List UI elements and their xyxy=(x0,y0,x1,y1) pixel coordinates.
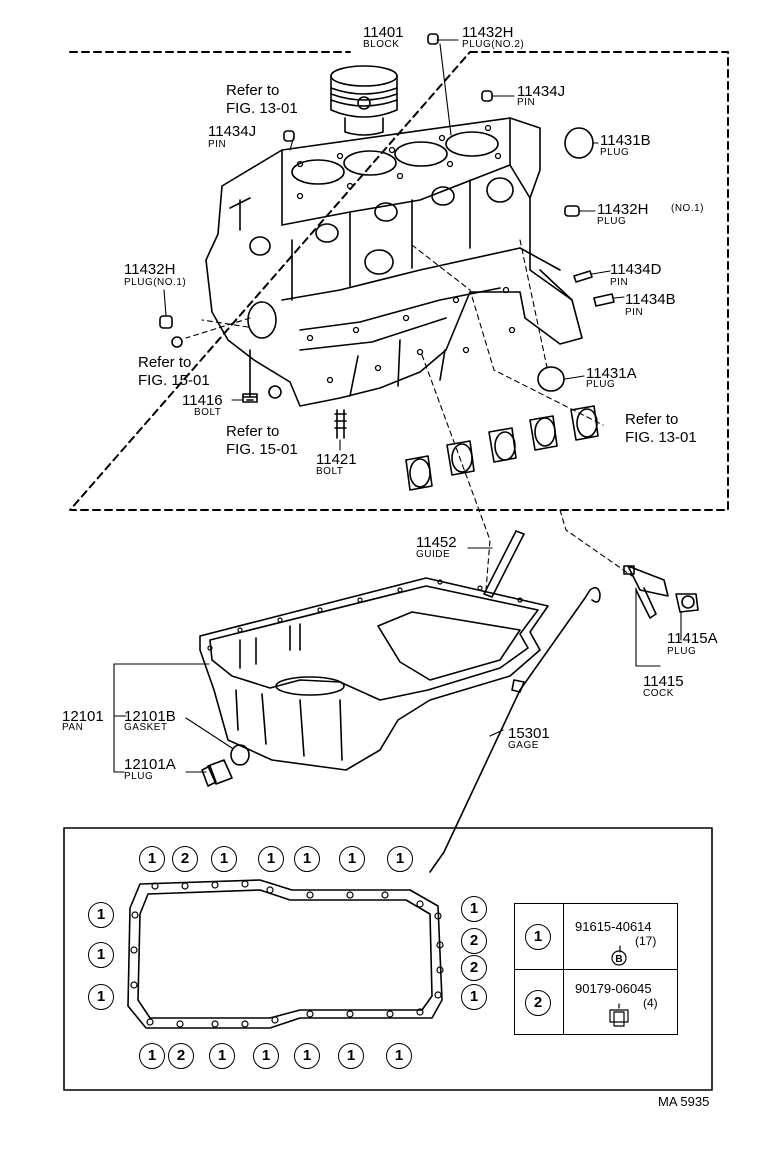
plug-12101a-number: 12101A xyxy=(124,756,176,773)
gasket-number: 12101B xyxy=(124,708,176,725)
bolt-marker-right-4: 1 xyxy=(461,984,487,1010)
dipstick-drawing xyxy=(429,586,601,873)
block-number: 11401 xyxy=(363,24,404,41)
bolt-marker-bottom-3: 1 xyxy=(209,1043,235,1069)
ref-fig-1501-a: Refer to FIG. 15-01 xyxy=(138,354,210,389)
plug-11431b-number: 11431B xyxy=(600,132,651,149)
ref-fig-1301-top: Refer to FIG. 13-01 xyxy=(226,82,298,117)
pin-11434b-number: 11434B xyxy=(625,291,676,308)
legend-qty-2: (4) xyxy=(643,996,658,1010)
figure-code: MA 5935 xyxy=(658,1094,710,1109)
small-parts-drawings xyxy=(159,33,615,439)
cylinder-block-drawing xyxy=(205,117,583,407)
plug-11431a-name: PLUG xyxy=(586,379,616,390)
bolt-marker-top-1: 1 xyxy=(139,846,165,872)
bolt-marker-top-2: 2 xyxy=(172,846,198,872)
legend-mark-b: B xyxy=(615,954,622,965)
pin-top-name: PIN xyxy=(517,97,536,108)
plug-no1-right-note: (NO.1) xyxy=(671,203,704,214)
plug-no2-name: PLUG(NO.2) xyxy=(462,39,525,50)
legend-marker-1: 1 xyxy=(525,924,551,950)
plug-11415a-name: PLUG xyxy=(667,646,697,657)
gasket-holes xyxy=(130,880,444,1028)
bolt-legend-table: 1 2 91615-40614 (17) 90179-06045 (4) xyxy=(514,903,678,1035)
piston-drawing xyxy=(330,65,398,136)
block-group-border xyxy=(69,51,729,511)
legend-part-number-1: 91615-40614 xyxy=(575,919,652,934)
guide-number: 11452 xyxy=(416,534,457,551)
bolt-marker-bottom-6: 1 xyxy=(338,1043,364,1069)
pin-left-name: PIN xyxy=(208,139,227,150)
bolt-11416-name: BOLT xyxy=(194,407,222,418)
plug-no1-left-number: 11432H xyxy=(124,261,176,278)
bolt-11421-number: 11421 xyxy=(316,451,357,468)
oil-pan-drawing xyxy=(199,577,549,771)
bolt-layout-frame xyxy=(63,827,713,1091)
bolt-marker-right-1: 1 xyxy=(461,896,487,922)
oil-pan-holes xyxy=(207,579,523,651)
ref-fig-1301-right: Refer to FIG. 13-01 xyxy=(625,411,697,446)
legend-sketches xyxy=(609,945,629,1027)
drain-plug-drawing xyxy=(201,759,233,787)
plug-11415a-number: 11415A xyxy=(667,630,718,647)
plug-no1-left-name: PLUG(NO.1) xyxy=(124,277,187,288)
bearing-rings xyxy=(405,405,599,491)
pin-left-number: 11434J xyxy=(208,123,257,140)
pin-11434d-name: PIN xyxy=(610,277,629,288)
guide-name: GUIDE xyxy=(416,549,451,560)
bolt-marker-left-1: 1 xyxy=(88,902,114,928)
gage-number: 15301 xyxy=(508,725,550,742)
bolt-11416-number: 11416 xyxy=(182,392,223,409)
pin-11434d-number: 11434D xyxy=(610,261,662,278)
bolt-11421-name: BOLT xyxy=(316,466,344,477)
bolt-marker-top-7: 1 xyxy=(387,846,413,872)
legend-divider-h xyxy=(515,969,677,970)
plug-no2-number: 11432H xyxy=(462,24,514,41)
cock-number: 11415 xyxy=(643,673,684,690)
bolt-marker-bottom-7: 1 xyxy=(386,1043,412,1069)
legend-part-number-2: 90179-06045 xyxy=(575,981,652,996)
legend-qty-1: (17) xyxy=(635,934,657,948)
pan-number: 12101 xyxy=(62,708,104,725)
block-bolt-holes xyxy=(296,124,516,384)
bolt-marker-top-5: 1 xyxy=(294,846,320,872)
plug-no1-right-number: 11432H xyxy=(597,201,649,218)
pin-top-number: 11434J xyxy=(517,83,566,100)
gasket-name: GASKET xyxy=(124,722,168,733)
block-name: BLOCK xyxy=(363,39,400,50)
legend-divider-v xyxy=(563,904,564,1034)
plug-12101a-name: PLUG xyxy=(124,771,154,782)
bolt-marker-left-3: 1 xyxy=(88,984,114,1010)
guide-drawing xyxy=(483,530,525,598)
bolt-marker-bottom-5: 1 xyxy=(294,1043,320,1069)
bolt-marker-bottom-1: 1 xyxy=(139,1043,165,1069)
leader-lines xyxy=(113,39,682,773)
bolt-marker-top-6: 1 xyxy=(339,846,365,872)
cock-name: COCK xyxy=(643,688,674,699)
bolt-marker-right-3: 2 xyxy=(461,955,487,981)
plug-no1-right-name: PLUG xyxy=(597,216,627,227)
pan-name: PAN xyxy=(62,722,84,733)
drain-cock-drawing xyxy=(623,565,699,619)
legend-marker-2: 2 xyxy=(525,990,551,1016)
bolt-marker-top-3: 1 xyxy=(211,846,237,872)
plug-11431a-number: 11431A xyxy=(586,365,637,382)
plug-11431b-name: PLUG xyxy=(600,147,630,158)
bolt-marker-top-4: 1 xyxy=(258,846,284,872)
bolt-marker-bottom-4: 1 xyxy=(253,1043,279,1069)
bolt-marker-bottom-2: 2 xyxy=(168,1043,194,1069)
gasket-outline-drawing xyxy=(127,879,443,1029)
gasket-ring xyxy=(230,744,250,766)
pin-11434b-name: PIN xyxy=(625,307,644,318)
ref-fig-1501-b: Refer to FIG. 15-01 xyxy=(226,423,298,458)
bolt-marker-left-2: 1 xyxy=(88,942,114,968)
gage-name: GAGE xyxy=(508,740,539,751)
bolt-marker-right-2: 2 xyxy=(461,928,487,954)
